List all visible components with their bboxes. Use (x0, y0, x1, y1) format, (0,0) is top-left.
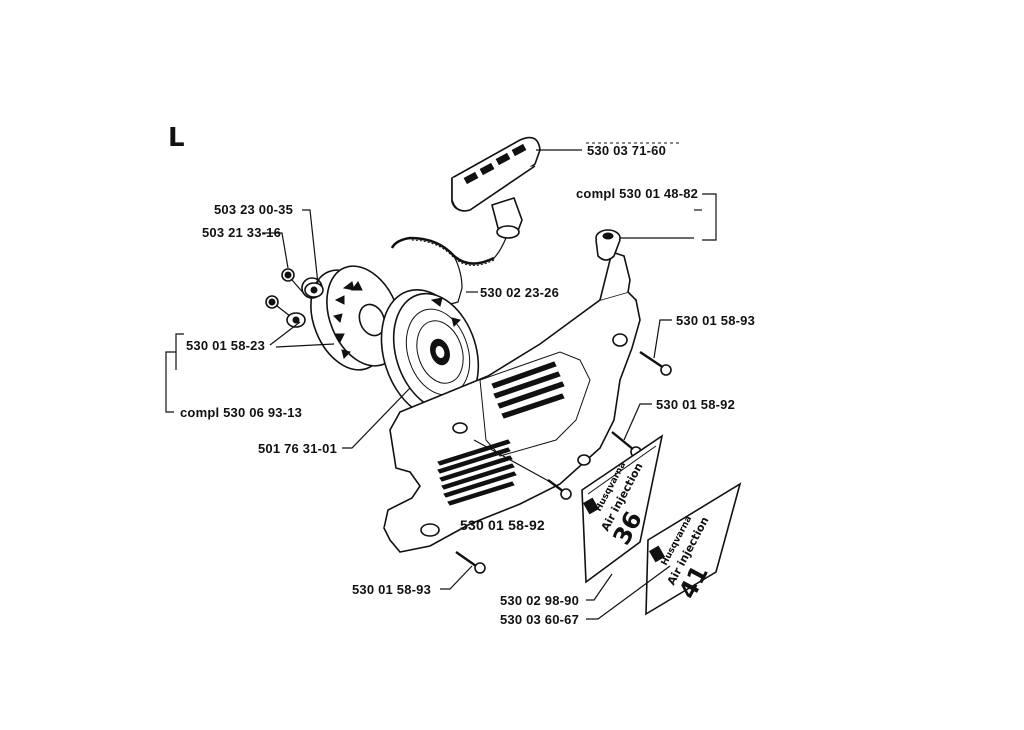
rope-guide (595, 229, 621, 261)
washer-left-2 (286, 312, 306, 328)
screw-530-01-58-93-bottom (455, 551, 486, 574)
label-530-03-71-60: 530 03 71-60 (587, 143, 666, 158)
label-530-01-58-93-bottom: 530 01 58-93 (352, 582, 431, 597)
screw-left-2 (265, 295, 291, 317)
screw-530-01-58-93-top (639, 351, 672, 376)
label-530-01-58-23: 530 01 58-23 (186, 338, 265, 353)
recoil-spring (380, 288, 480, 420)
label-530-02-23-26: 530 02 23-26 (480, 285, 559, 300)
upper-vent (491, 361, 565, 419)
washer-503-23-00-35 (304, 282, 324, 298)
label-530-03-60-67: 530 03 60-67 (500, 612, 579, 627)
label-503-23-00-35: 503 23 00-35 (214, 202, 293, 217)
label-compl-530-01-48-82: compl 530 01 48-82 (576, 186, 698, 201)
screw-503-21-33-16 (281, 268, 307, 297)
starter-cover (383, 250, 641, 553)
label-530-02-98-90: 530 02 98-90 (500, 593, 579, 608)
section-letter: L (168, 123, 185, 153)
decal-41: Husqvarna Air injection 41 (645, 482, 742, 616)
label-501-76-31-01: 501 76 31-01 (258, 441, 337, 456)
label-530-01-58-92-center: 530 01 58-92 (460, 517, 545, 533)
label-530-01-58-93-top: 530 01 58-93 (676, 313, 755, 328)
label-compl-530-06-93-13: compl 530 06 93-13 (180, 405, 302, 420)
label-530-01-58-92-right: 530 01 58-92 (656, 397, 735, 412)
starter-handle (451, 136, 541, 259)
lower-vent (437, 439, 517, 506)
leader-lines (165, 142, 717, 620)
decal-36: Husqvarna Air injection 36 (581, 434, 664, 584)
label-503-21-33-16: 503 21 33-16 (202, 225, 281, 240)
